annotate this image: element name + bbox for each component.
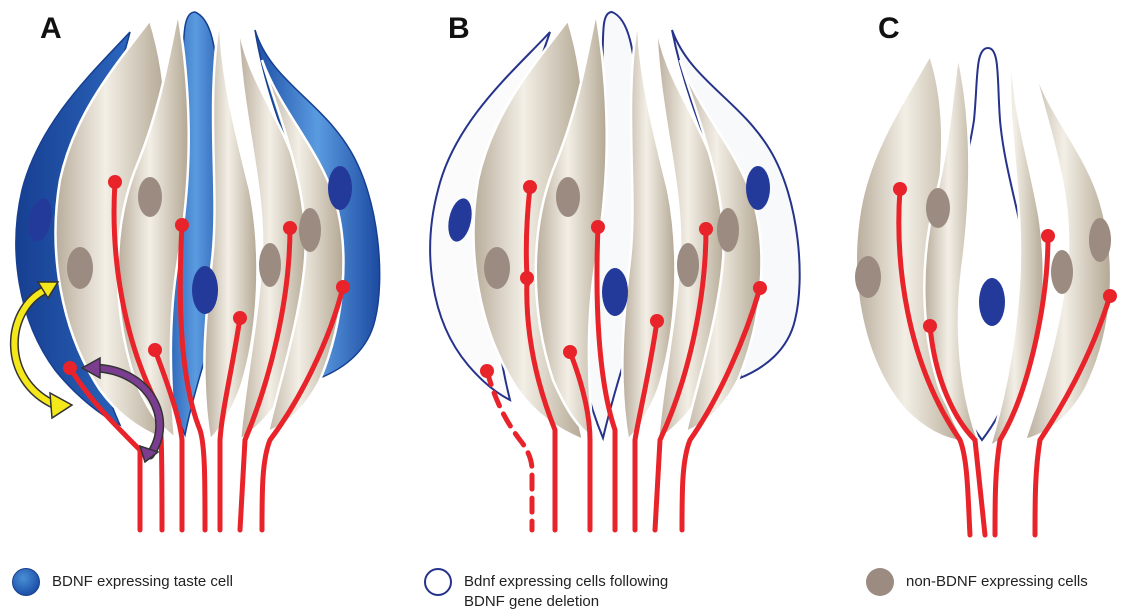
legend-label: Bdnf expressing cells following BDNF gen… [464,572,668,612]
nucleus-blue [328,166,352,210]
nucleus-brown [926,188,950,228]
legend-deletion: Bdnf expressing cells following BDNF gen… [424,572,668,612]
nucleus-brown [1089,218,1111,262]
nucleus-brown [677,243,699,287]
legend-label: BDNF expressing taste cell [52,572,233,592]
nucleus-brown [1051,250,1073,294]
nucleus-blue [746,166,770,210]
nucleus-brown [67,247,93,289]
nucleus-brown [138,177,162,217]
nucleus-brown [259,243,281,287]
nucleus-brown [484,247,510,289]
panel-b-label: B [448,12,470,45]
nucleus-brown [717,208,739,252]
nucleus-brown [556,177,580,217]
nucleus-blue [602,268,628,316]
bdnf-swatch-icon [12,568,40,596]
nucleus-brown [855,256,881,298]
nucleus-blue [192,266,218,314]
nucleus-brown [299,208,321,252]
panel-b: B [430,12,799,530]
outline-swatch-icon [424,568,452,596]
panel-a-label: A [40,12,62,45]
legend-label: non-BDNF expressing cells [906,572,1088,592]
panel-a: A [14,12,379,530]
panel-c-label: C [878,12,900,45]
panel-c: C [855,12,1117,535]
legend-non-bdnf: non-BDNF expressing cells [866,572,1088,596]
brown-swatch-icon [866,568,894,596]
legend-bdnf: BDNF expressing taste cell [12,572,233,596]
nucleus-blue [979,278,1005,326]
